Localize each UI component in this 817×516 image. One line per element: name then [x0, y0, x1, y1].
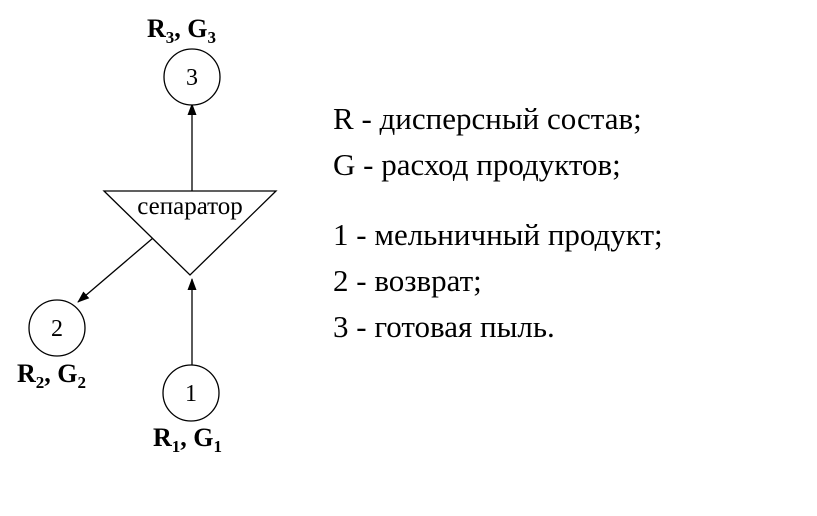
node-1-g-symbol: G [193, 423, 213, 452]
node-2-r-subscript: 2 [36, 373, 45, 392]
separator-block: сепаратор [102, 190, 278, 276]
legend-symbol: 2 [333, 263, 349, 298]
node-3-flow-label: R3, G3 [147, 14, 216, 47]
node-2-circle [28, 299, 86, 357]
node-3-g-subscript: 3 [208, 28, 217, 47]
node-1-g-subscript: 1 [214, 437, 223, 456]
node-1: 1 [162, 364, 220, 422]
legend-item-1: 1 - мельничный продукт; [333, 212, 663, 258]
node-2-label-sep: , [44, 359, 57, 388]
node-3-g-symbol: G [187, 14, 207, 43]
legend-symbol: 3 [333, 309, 349, 344]
legend-item-2: 2 - возврат; [333, 258, 663, 304]
node-1-number: 1 [185, 381, 197, 407]
legend-symbol: 1 [333, 217, 349, 252]
legend: R - дисперсный состав; G - расход продук… [333, 96, 663, 350]
legend-text: - возврат; [348, 263, 482, 298]
separator-label: сепаратор [137, 193, 243, 220]
node-1-label-sep: , [180, 423, 193, 452]
node-3: 3 [163, 48, 221, 106]
legend-item-g: G - расход продуктов; [333, 142, 663, 188]
node-2-g-symbol: G [57, 359, 77, 388]
legend-symbol: R [333, 101, 354, 136]
node-2-number: 2 [51, 316, 63, 342]
legend-text: - мельничный продукт; [348, 217, 663, 252]
legend-item-3: 3 - готовая пыль. [333, 304, 663, 350]
node-2-g-subscript: 2 [78, 373, 87, 392]
node-1-r-symbol: R [153, 423, 172, 452]
legend-text: - расход продуктов; [355, 147, 621, 182]
legend-item-r: R - дисперсный состав; [333, 96, 663, 142]
node-3-number: 3 [186, 65, 198, 91]
separator-triangle [102, 190, 278, 276]
node-2: 2 [28, 299, 86, 357]
node-3-circle [163, 48, 221, 106]
legend-symbol: G [333, 147, 356, 182]
node-1-circle [162, 364, 220, 422]
node-3-label-sep: , [174, 14, 187, 43]
node-2-flow-label: R2, G2 [17, 359, 86, 392]
legend-text: - дисперсный состав; [353, 101, 642, 136]
node-2-r-symbol: R [17, 359, 36, 388]
arrow-separator-to-return [77, 237, 154, 303]
node-3-r-subscript: 3 [166, 28, 175, 47]
node-1-flow-label: R1, G1 [153, 423, 222, 456]
legend-text: - готовая пыль. [348, 309, 555, 344]
node-1-r-subscript: 1 [172, 437, 181, 456]
node-3-r-symbol: R [147, 14, 166, 43]
